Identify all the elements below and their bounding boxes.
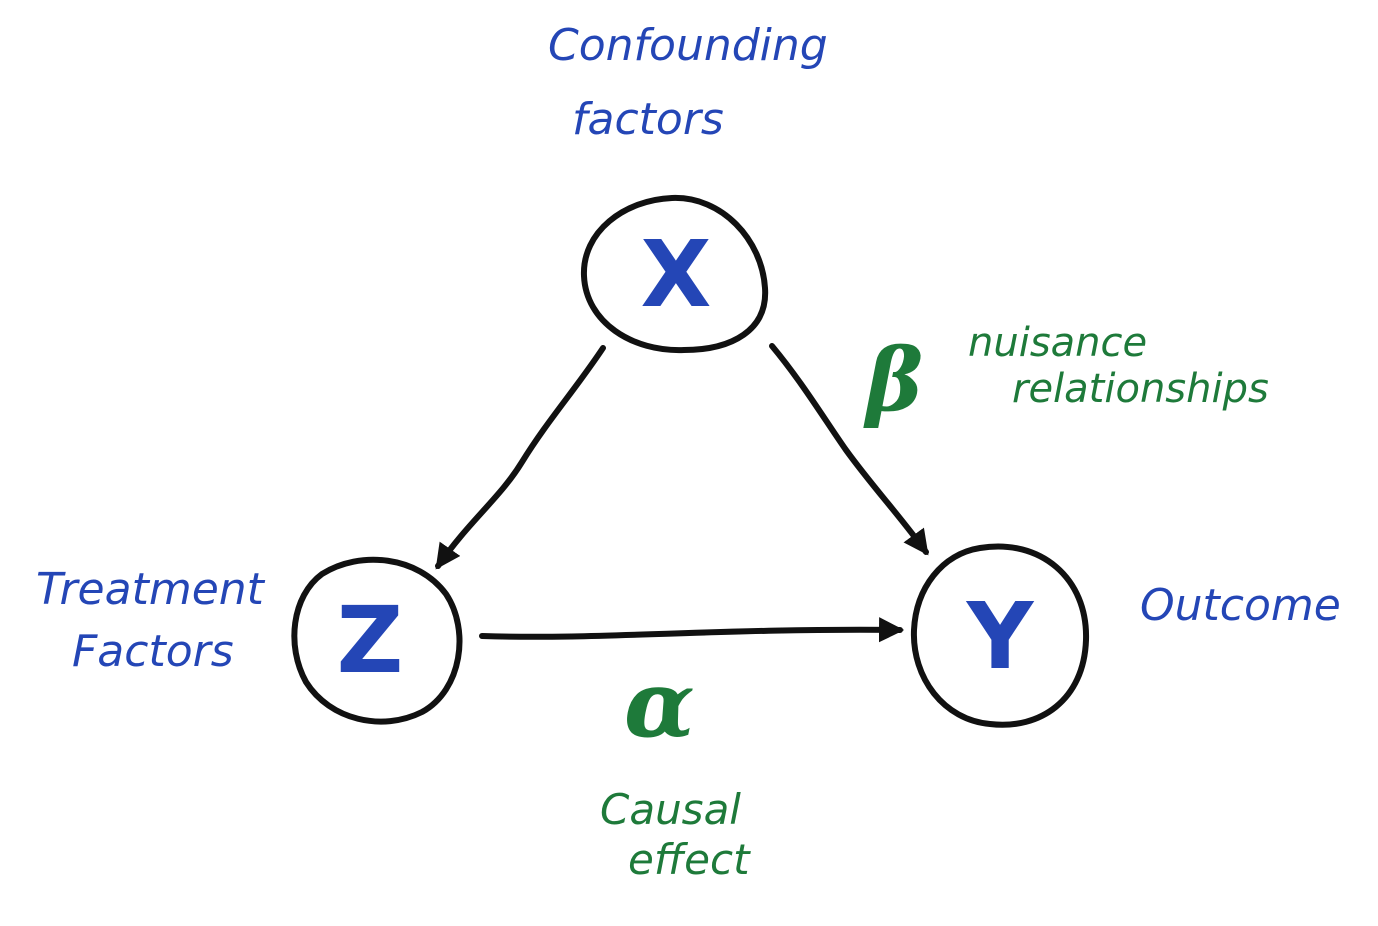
x-label-line-2: factors bbox=[572, 94, 724, 145]
node-z: Z bbox=[291, 556, 463, 725]
alpha-symbol: α bbox=[624, 650, 695, 758]
node-x: X bbox=[580, 194, 769, 354]
alpha-label-line-1: Causal bbox=[600, 785, 741, 834]
node-y-letter: Y bbox=[966, 583, 1035, 690]
node-z-circle bbox=[291, 556, 463, 725]
z-label-line-1: Treatment bbox=[36, 564, 266, 615]
node-y: Y bbox=[910, 543, 1090, 728]
node-x-letter: X bbox=[641, 221, 712, 328]
y-label: Outcome bbox=[1140, 580, 1341, 631]
node-z-letter: Z bbox=[337, 587, 404, 694]
edge-x-to-z bbox=[435, 345, 606, 570]
alpha-label-line-2: effect bbox=[628, 835, 751, 884]
edge-x-to-y bbox=[769, 343, 929, 556]
beta-label-line-2: relationships bbox=[1012, 366, 1269, 412]
edge-z-to-y bbox=[479, 617, 905, 643]
node-x-circle bbox=[580, 194, 769, 354]
node-y-circle bbox=[910, 543, 1090, 728]
beta-symbol: β bbox=[863, 330, 923, 431]
beta-label-line-1: nuisance bbox=[968, 320, 1147, 366]
x-label-line-1: Confounding bbox=[548, 20, 828, 71]
z-label-line-2: Factors bbox=[72, 626, 234, 677]
